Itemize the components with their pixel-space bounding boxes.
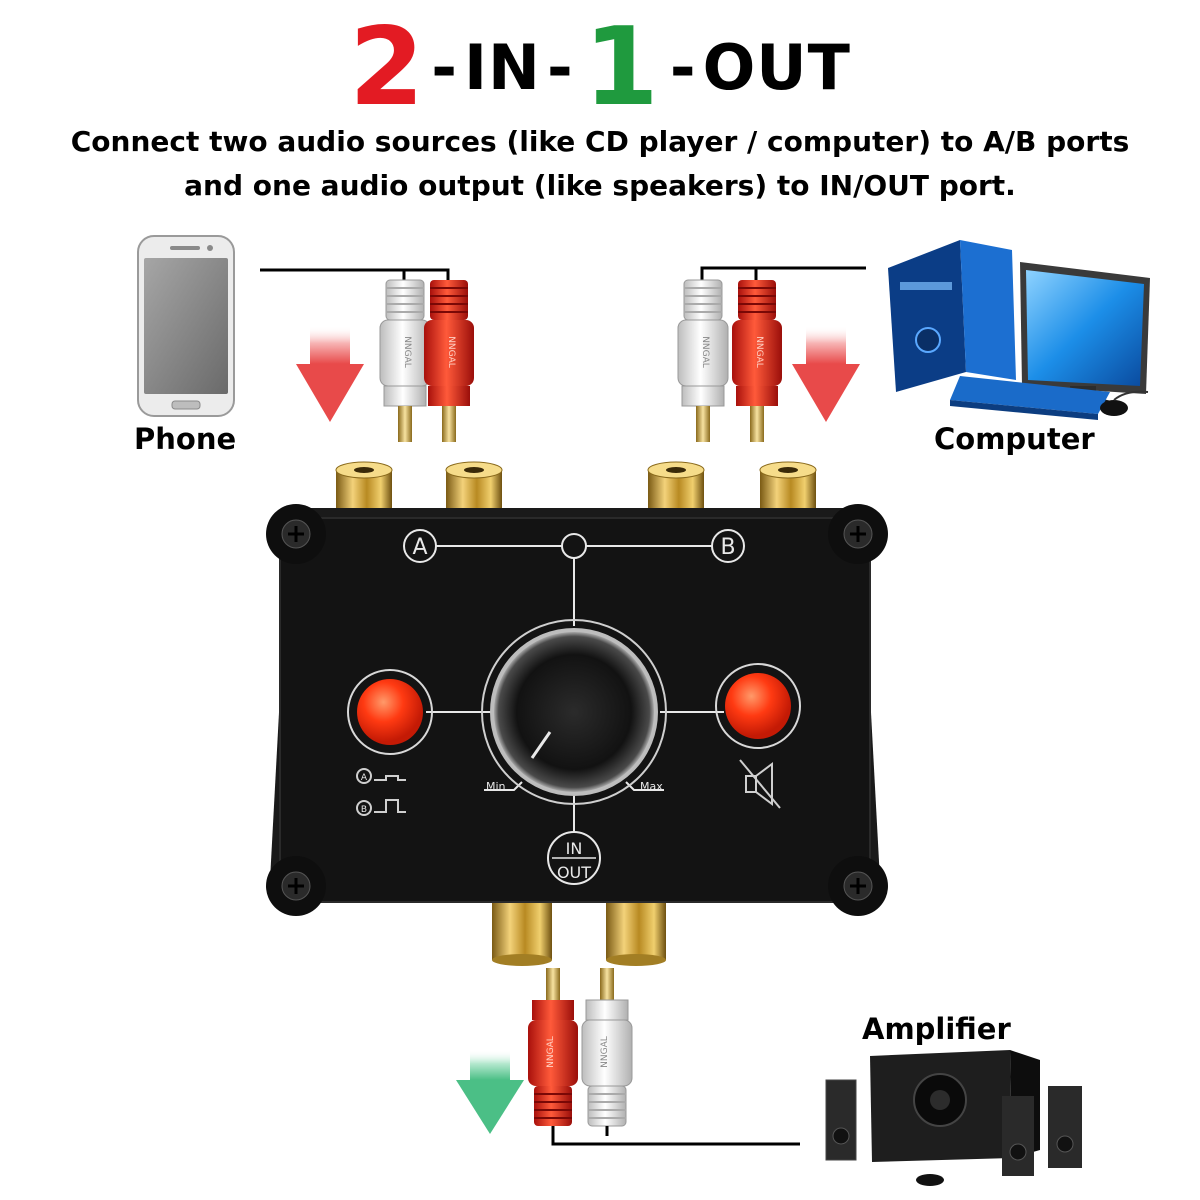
headline-in: IN — [463, 31, 541, 104]
screw-icon — [266, 504, 326, 564]
mute-button — [715, 663, 801, 749]
computer-label: Computer — [934, 422, 1095, 456]
speaker-system-illustration — [825, 1050, 1082, 1186]
subtitle-line-1: Connect two audio sources (like CD playe… — [70, 125, 1130, 158]
computer-illustration — [888, 240, 1150, 420]
white-rca-plug — [581, 968, 633, 1127]
out-label: OUT — [557, 863, 591, 882]
amplifier-cable — [551, 1126, 800, 1146]
plug-brand-text: NNGAL — [402, 336, 412, 368]
port-b-label: B — [720, 535, 735, 560]
phone-label: Phone — [134, 422, 237, 456]
screw-icon — [266, 856, 326, 916]
subtitle-line-2: and one audio output (like speakers) to … — [184, 169, 1016, 202]
headline-dash: - — [669, 31, 697, 104]
plug-brand-text: NNGAL — [700, 336, 710, 368]
panel-lines — [426, 545, 724, 832]
port-b-badge — [711, 529, 745, 563]
amplifier-label: Amplifier — [862, 1012, 1011, 1046]
screw-icon — [828, 504, 888, 564]
button-pressed-icon — [356, 799, 406, 816]
headline-dash: - — [546, 31, 574, 104]
arrow-down-icon — [456, 1050, 524, 1134]
headline-number-one: 1 — [583, 5, 660, 130]
red-rca-plug — [528, 968, 578, 1126]
knob-max-label: Max — [640, 780, 663, 793]
source-select-button — [347, 669, 433, 755]
speaker-muted-icon — [739, 759, 781, 809]
port-junction-icon — [561, 533, 587, 559]
audio-switch-device — [266, 461, 888, 966]
knob-min-label: Min — [486, 780, 506, 793]
headline: 2 - IN - 1 - OUT — [0, 5, 1200, 130]
headline-dash: - — [431, 31, 458, 104]
plug-brand-text: NNGAL — [754, 336, 764, 368]
computer-cable — [700, 266, 866, 282]
port-a-label: A — [412, 535, 427, 560]
headline-out: OUT — [702, 31, 851, 104]
headline-number-two: 2 — [349, 5, 426, 130]
red-rca-plug — [424, 280, 474, 442]
white-rca-plug — [677, 279, 729, 442]
red-rca-plug — [732, 280, 782, 442]
plug-brand-text: NNGAL — [600, 1036, 610, 1068]
arrow-down-icon — [792, 326, 860, 422]
plug-brand-text: NNGAL — [446, 336, 456, 368]
switch-a-label: A — [361, 773, 368, 783]
plug-brand-text: NNGAL — [546, 1036, 556, 1068]
volume-knob — [481, 619, 667, 805]
button-released-icon — [356, 768, 406, 784]
screw-icon — [828, 856, 888, 916]
in-label: IN — [566, 839, 583, 858]
port-a-badge — [403, 529, 437, 563]
rca-jack — [606, 898, 666, 966]
in-out-badge — [547, 831, 601, 885]
rca-jack — [492, 898, 552, 966]
switch-b-label: B — [361, 805, 367, 815]
phone-illustration — [137, 235, 235, 417]
arrow-down-icon — [296, 326, 364, 422]
